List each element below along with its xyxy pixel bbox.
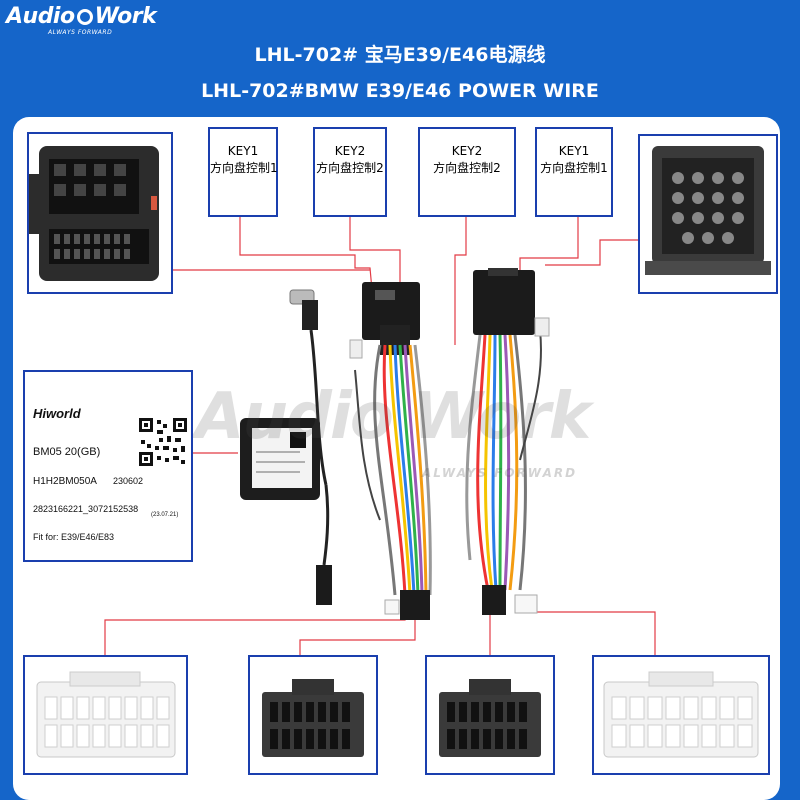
harness-right: [465, 268, 550, 615]
key-box-3: KEY2 方向盘控制2: [418, 127, 516, 217]
label-date-code: 230602: [113, 476, 144, 486]
canbus-module: [240, 418, 320, 500]
key-box-4-title: KEY1: [558, 144, 590, 158]
white-connector-icon: [36, 671, 176, 758]
white-connector-icon: [603, 671, 759, 758]
watermark: Audio Work: [195, 380, 591, 454]
key-box-1-title: KEY1: [227, 144, 259, 158]
black-connector-icon: [262, 679, 364, 757]
label-serial: 2823166221_3072152538: [33, 504, 139, 514]
logo-brand-right: Work: [94, 4, 157, 29]
connector-photo-top-left: [27, 132, 173, 294]
black-connector-icon: [439, 679, 541, 757]
watermark-tagline: ALWAYS FORWARD: [422, 466, 578, 480]
key-box-2-title: KEY2: [334, 144, 366, 158]
label-code: H1H2BM050A: [33, 476, 97, 487]
logo-brand: Audio Work: [6, 4, 157, 29]
connector-photo-bottom-2: [248, 655, 378, 775]
qr-code-icon: [137, 416, 189, 468]
audiowork-logo: Audio Work ALWAYS FORWARD: [6, 4, 157, 48]
key-box-2-subtitle: 方向盘控制2: [316, 161, 384, 175]
key-box-1-subtitle: 方向盘控制1: [210, 161, 278, 175]
antenna-cable: [289, 289, 332, 605]
logo-brand-left: Audio: [6, 4, 75, 29]
bmw-connector-left-icon: [29, 146, 159, 281]
module-label-photo: Hiworld BM05 20(GB) H1H2BM050A 230602 28…: [23, 370, 193, 562]
label-date: (23.07.21): [151, 512, 179, 518]
key-box-4: KEY1 方向盘控制1: [535, 127, 613, 217]
label-fit: Fit for: E39/E46/E83: [33, 532, 115, 542]
connector-photo-bottom-3: [425, 655, 555, 775]
title-chinese: LHL-702# 宝马E39/E46电源线: [254, 44, 546, 66]
title-english: LHL-702#BMW E39/E46 POWER WIRE: [201, 80, 599, 102]
key-box-1: KEY1 方向盘控制1: [208, 127, 278, 217]
logo-tagline: ALWAYS FORWARD: [48, 29, 113, 36]
harness-left: [349, 282, 432, 620]
label-brand: Hiworld: [33, 406, 81, 421]
connector-photo-bottom-4: [592, 655, 770, 775]
connector-photo-bottom-1: [23, 655, 188, 775]
label-model: BM05 20(GB): [33, 446, 101, 458]
key-box-3-subtitle: 方向盘控制2: [433, 161, 501, 175]
logo-ring-icon: [76, 9, 93, 25]
key-box-3-title: KEY2: [451, 144, 483, 158]
key-box-2: KEY2 方向盘控制2: [313, 127, 387, 217]
key-box-4-subtitle: 方向盘控制1: [540, 161, 608, 175]
connector-photo-top-right: [638, 134, 778, 294]
bmw-connector-right-icon: [645, 146, 771, 275]
